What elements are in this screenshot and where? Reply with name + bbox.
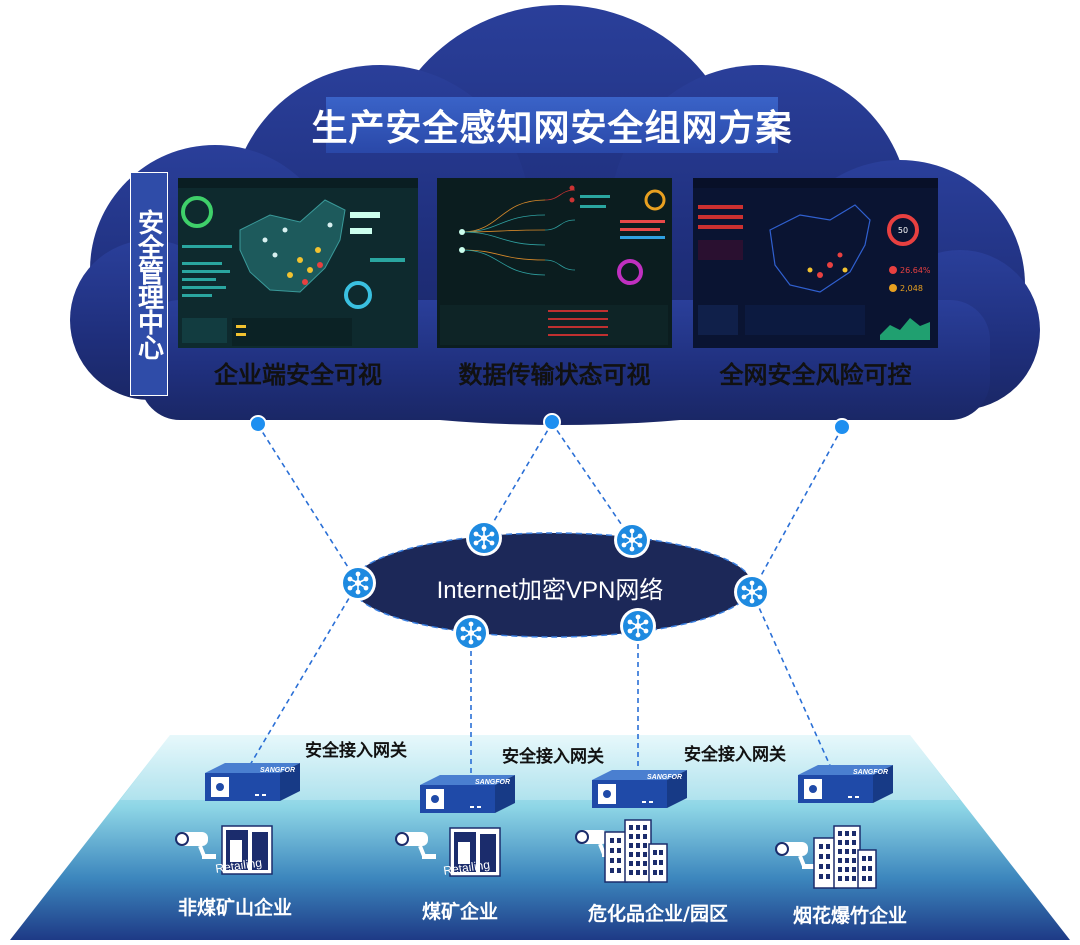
gateway-device: SANGFOR xyxy=(205,763,300,801)
page-title: 生产安全感知网安全组网方案 xyxy=(311,108,793,149)
cloud-anchor-dots xyxy=(249,413,851,436)
site-label-chemical: 危化品企业/园区 xyxy=(588,903,728,925)
caption-enterprise: 企业端安全可视 xyxy=(214,361,382,389)
downlink-lines xyxy=(249,582,833,775)
gateway-label-3: 安全接入网关 xyxy=(684,745,786,765)
building-icon: Retailing xyxy=(443,827,501,878)
gateway-label-2: 安全接入网关 xyxy=(502,747,604,767)
security-center-label: 安全管理中心 xyxy=(130,172,168,396)
gateway-brand: SANGFOR xyxy=(647,774,682,781)
gateway-device: SANGFOR xyxy=(420,775,515,813)
gateway-device: SANGFOR xyxy=(592,770,687,808)
uplink-lines xyxy=(257,422,843,593)
risk-percent-value: 26.64% xyxy=(900,266,931,275)
site-label-fireworks: 烟花爆竹企业 xyxy=(792,905,907,927)
gateway-brand: SANGFOR xyxy=(475,779,510,786)
title-banner: 生产安全感知网安全组网方案 xyxy=(312,97,792,153)
building-icon: Retailing xyxy=(215,825,273,876)
screenshot-risk-values: 50 26.64% 2,048 xyxy=(898,226,931,293)
gateway-label-1: 安全接入网关 xyxy=(305,741,407,761)
caption-risk: 全网安全风险可控 xyxy=(719,361,912,389)
site-graphics: Retailing Retailing xyxy=(175,819,877,889)
screenshot-enterprise xyxy=(178,178,418,348)
building-sign: Retailing xyxy=(215,855,263,875)
vpn-label: Internet加密VPN网络 xyxy=(436,577,664,604)
building-icon xyxy=(604,819,668,883)
camera-icon xyxy=(395,832,436,859)
caption-transfer: 数据传输状态可视 xyxy=(458,361,651,389)
gateway-brand: SANGFOR xyxy=(853,769,888,776)
network-hub-icon xyxy=(620,608,656,644)
building-sign: Retailing xyxy=(443,857,491,877)
network-hub-icon xyxy=(466,520,502,556)
gateway-device: SANGFOR xyxy=(798,765,893,803)
screenshot-transfer xyxy=(437,178,672,348)
risk-count-value: 2,048 xyxy=(900,284,923,293)
network-hub-icon xyxy=(734,574,770,610)
building-icon xyxy=(813,825,877,889)
vpn-node-icons xyxy=(340,520,770,651)
gateway-devices: SANGFOR SANGFOR SANGFOR SANGFOR xyxy=(205,763,893,813)
site-label-nonCoalMine: 非煤矿山企业 xyxy=(177,897,292,919)
site-label-coalMine: 煤矿企业 xyxy=(421,901,498,923)
security-center-text: 安全管理中心 xyxy=(133,209,164,359)
gateway-brand: SANGFOR xyxy=(260,767,295,774)
network-hub-icon xyxy=(340,565,376,601)
screenshot-risk xyxy=(693,178,938,348)
risk-gauge-value: 50 xyxy=(898,226,908,235)
camera-icon xyxy=(775,842,816,869)
network-hub-icon xyxy=(453,615,489,651)
camera-icon xyxy=(175,832,216,859)
network-hub-icon xyxy=(614,522,650,558)
